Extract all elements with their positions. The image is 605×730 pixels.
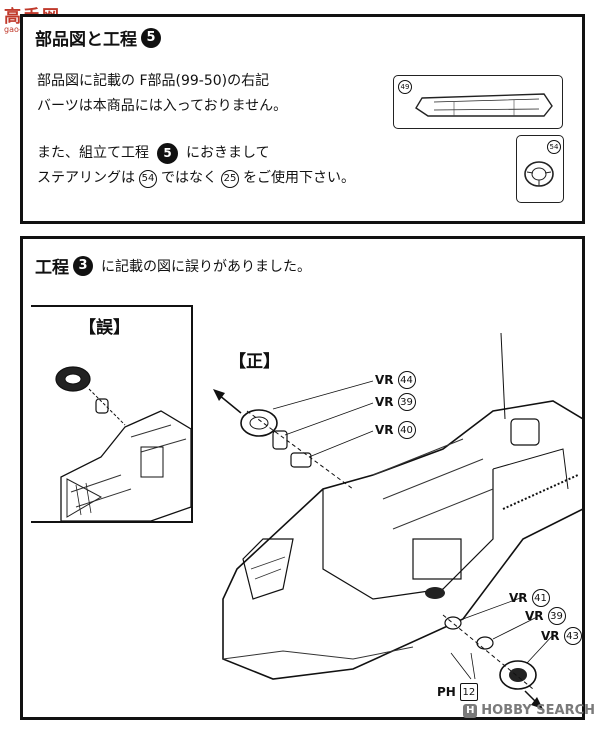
text-line: また、組立て工程 5 におきまして	[37, 141, 355, 166]
part-number-badge: 25	[221, 169, 239, 188]
text-segment: また、組立て工程	[37, 145, 149, 161]
text-line: 部品図に記載の F部品(99-50)の右記	[37, 73, 270, 89]
parts-notice-heading: 部品図と工程 5	[35, 25, 161, 50]
wrong-diagram-drawing	[55, 366, 191, 521]
parts-notice-box: 部品図と工程 5 部品図に記載の F部品(99-50)の右記 バーツは本商品には…	[20, 14, 585, 224]
part-number-badge: 12	[459, 683, 478, 701]
text-segment: ステアリングは	[37, 170, 135, 186]
correction-title-text: に記載の図に誤りがありました。	[101, 258, 311, 275]
steering-wheel-drawing	[524, 161, 554, 187]
text-line: バーツは本商品には入っておりません。	[37, 98, 288, 114]
correction-heading: 工程 3 に記載の図に誤りがありました。	[35, 253, 311, 278]
steering-notice-text: また、組立て工程 5 におきまして ステアリングは 54 ではなく 25 をご使…	[37, 141, 355, 191]
callout-vr39-top: VR 39	[375, 393, 416, 411]
callout-vr43: VR 43	[541, 627, 582, 645]
part-number-badge: 39	[547, 607, 566, 625]
callout-vr44: VR 44	[375, 371, 416, 389]
callout-vr41: VR 41	[509, 589, 550, 607]
hobby-search-watermark: H HOBBY SEARCH	[463, 703, 595, 718]
part-number-badge: 44	[397, 371, 416, 389]
part-number-badge: 54	[139, 169, 157, 188]
callout-prefix: VR	[375, 423, 394, 437]
correction-title: 工程	[35, 258, 69, 278]
text-line: ステアリングは 54 ではなく 25 をご使用下さい。	[37, 166, 355, 191]
part-number-badge: 43	[563, 627, 582, 645]
correction-box: 工程 3 に記載の図に誤りがありました。 【誤】 【正】	[20, 236, 585, 720]
callout-prefix: VR	[375, 395, 394, 409]
step-badge: 5	[141, 27, 161, 48]
bumper-part-illustration: 49	[393, 75, 563, 129]
callout-prefix: VR	[525, 609, 544, 623]
callout-vr40: VR 40	[375, 421, 416, 439]
parts-notice-title: 部品図と工程	[35, 30, 137, 50]
correct-diagram-drawing	[213, 332, 584, 709]
steering-wheel-illustration: 54	[516, 135, 564, 203]
part-number-badge: 39	[397, 393, 416, 411]
text-segment: ではなく	[161, 170, 217, 186]
wrong-diagram-panel	[31, 305, 193, 523]
callout-prefix: VR	[375, 373, 394, 387]
wrong-label: 【誤】	[79, 318, 130, 338]
callout-prefix: VR	[541, 629, 560, 643]
callout-ph12: PH 12	[437, 683, 478, 701]
part-number-badge: 54	[547, 140, 561, 154]
step-badge: 5	[157, 143, 178, 164]
watermark-text: HOBBY SEARCH	[481, 703, 595, 718]
step-badge: 3	[73, 255, 93, 276]
part-number-badge: 49	[398, 80, 412, 94]
callout-vr39-bottom: VR 39	[525, 607, 566, 625]
bumper-drawing	[415, 93, 553, 117]
callout-prefix: PH	[437, 685, 456, 699]
part-number-badge: 40	[397, 421, 416, 439]
text-segment: におきまして	[186, 145, 270, 161]
correct-label: 【正】	[229, 352, 280, 372]
missing-parts-text: 部品図に記載の F部品(99-50)の右記 バーツは本商品には入っておりません。	[37, 69, 287, 119]
text-segment: をご使用下さい。	[243, 170, 355, 186]
part-number-badge: 41	[531, 589, 550, 607]
callout-prefix: VR	[509, 591, 528, 605]
hobby-search-logo-icon: H	[463, 703, 478, 718]
